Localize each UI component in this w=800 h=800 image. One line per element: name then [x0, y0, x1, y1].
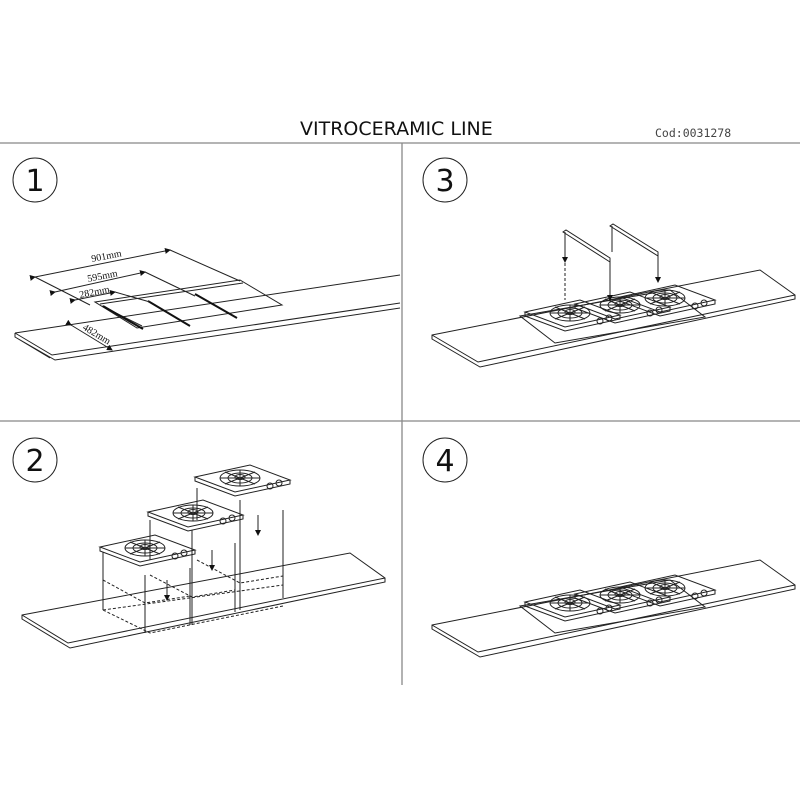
dimension-482: 482mm: [80, 322, 112, 347]
step-2-badge: 2: [12, 437, 58, 483]
step-4-countertop: [431, 559, 796, 658]
step-1-countertop: 901mm 595mm 282mm 482mm: [14, 248, 401, 361]
step-number: 4: [435, 444, 454, 479]
joining-strip: [609, 223, 659, 257]
step-number: 2: [25, 444, 44, 479]
page-title: VITROCERAMIC LINE: [300, 118, 493, 140]
joining-strip: [562, 229, 611, 263]
hob-unit: [147, 499, 244, 532]
step-3-countertop: [431, 223, 796, 368]
step-3-badge: 3: [422, 157, 468, 203]
hob-unit: [99, 534, 196, 567]
step-1-badge: 1: [12, 157, 58, 203]
hob-unit: [194, 464, 291, 497]
step-number: 3: [435, 164, 454, 199]
product-code: Cod:0031278: [655, 126, 732, 140]
step-2-countertop: [21, 464, 386, 649]
step-number: 1: [25, 164, 44, 199]
step-4-badge: 4: [422, 437, 468, 483]
dimension-282: 282mm: [78, 284, 110, 301]
dimension-595: 595mm: [86, 268, 118, 285]
